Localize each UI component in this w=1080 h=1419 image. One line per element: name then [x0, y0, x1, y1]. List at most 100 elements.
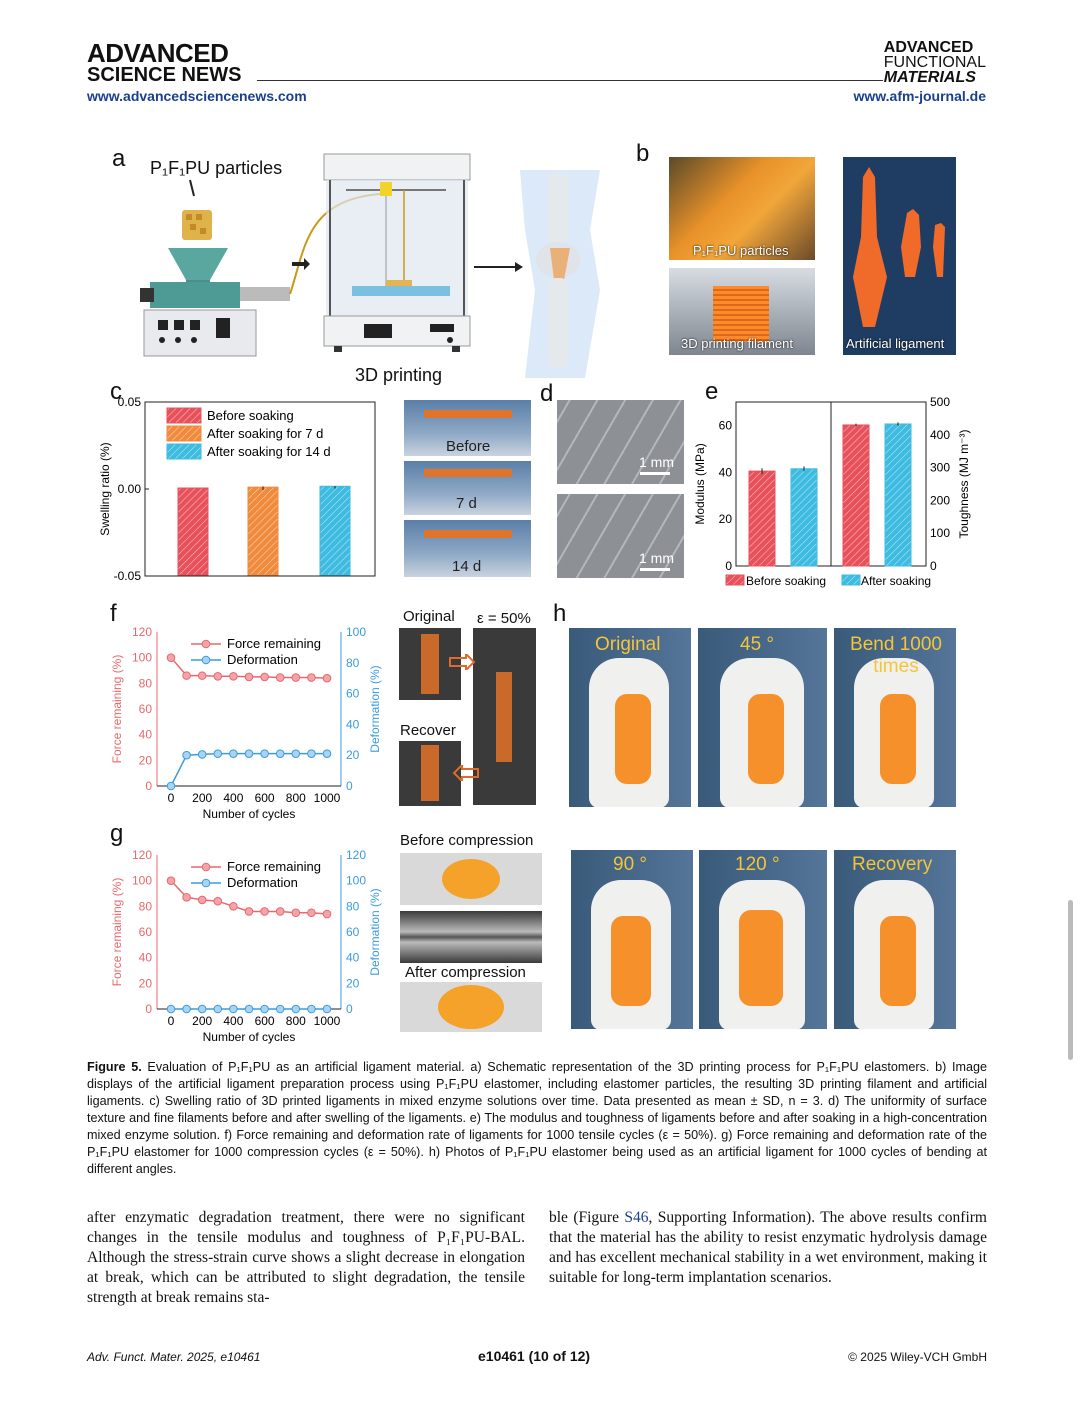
- photo-sem-after: 1 mm: [557, 494, 684, 578]
- body-text-left: after enzymatic degradation treatment, t…: [87, 1209, 525, 1306]
- right-tick-label: 0: [346, 1002, 353, 1016]
- x-tick-label: 400: [223, 791, 243, 805]
- right-tick-label: 200: [930, 493, 950, 507]
- point-force: [197, 895, 207, 905]
- series-line-deformation: [170, 752, 327, 787]
- legend-swatch: [725, 574, 745, 586]
- right-tick-label: 60: [346, 687, 360, 701]
- right-tick-label: 20: [346, 748, 360, 762]
- x-tick-label: 200: [192, 1014, 212, 1028]
- toughness-bar: [842, 424, 870, 567]
- left-tick-label: 120: [132, 625, 152, 639]
- point-deformation: [322, 1004, 332, 1014]
- left-tick-label: 60: [139, 702, 153, 716]
- bar: [319, 485, 351, 576]
- left-tick-label: 80: [139, 676, 153, 690]
- right-tick-label: 20: [346, 976, 360, 990]
- afm-logo: ADVANCED FUNCTIONAL MATERIALS: [883, 39, 986, 86]
- f-strain-label: ε = 50%: [477, 610, 531, 627]
- point-deformation: [166, 781, 176, 791]
- left-tick-label: 20: [139, 976, 153, 990]
- asn-url-link[interactable]: www.advancedsciencenews.com: [87, 88, 307, 104]
- point-force: [244, 672, 254, 682]
- figure-s46-link[interactable]: S46: [624, 1209, 649, 1226]
- x-tick-label: 800: [286, 1014, 306, 1028]
- photo-compression-after: [400, 982, 542, 1032]
- left-tick-label: 40: [719, 465, 733, 479]
- photo-compression-press: [400, 911, 542, 963]
- right-tick-label: 40: [346, 951, 360, 965]
- right-tick-label: 100: [930, 526, 950, 540]
- right-tick-label: 60: [346, 925, 360, 939]
- photo-knee-original: Original: [569, 628, 691, 807]
- point-force: [213, 671, 223, 681]
- x-axis-label: Number of cycles: [203, 1030, 296, 1044]
- left-tick-label: 60: [139, 925, 153, 939]
- right-tick-label: 0: [930, 559, 937, 573]
- point-force: [229, 671, 238, 681]
- header-rule: [257, 80, 883, 81]
- x-tick-label: 200: [192, 791, 212, 805]
- panel-a-printing-label: 3D printing: [355, 365, 443, 385]
- x-tick-label: 0: [168, 1014, 175, 1028]
- photo-knee-90: 90 °: [571, 850, 693, 1029]
- legend-label: Before soaking: [746, 574, 826, 588]
- panel-label-e: e: [705, 378, 719, 405]
- left-axis-label: Modulus (MPa): [693, 443, 707, 524]
- y-tick-label: -0.05: [114, 569, 142, 583]
- photo-compression-before: [400, 853, 542, 905]
- knee-illustration: [520, 170, 600, 378]
- legend-label: Force remaining: [227, 636, 321, 651]
- left-tick-label: 20: [719, 512, 733, 526]
- legend-label: After soaking for 7 d: [207, 426, 323, 441]
- point-deformation: [275, 749, 285, 758]
- right-tick-label: 400: [930, 428, 950, 442]
- left-axis-label: Force remaining (%): [110, 878, 124, 987]
- x-tick-label: 600: [255, 791, 275, 805]
- asn-logo: ADVANCED SCIENCE NEWS: [87, 38, 242, 86]
- afm-url-link[interactable]: www.afm-journal.de: [853, 88, 987, 104]
- f-recover-label: Recover: [400, 722, 456, 739]
- panel-label-g: g: [110, 820, 124, 847]
- point-deformation: [197, 1004, 207, 1014]
- point-force: [322, 673, 332, 683]
- point-deformation: [197, 750, 207, 759]
- point-force: [291, 908, 301, 918]
- bar: [247, 486, 279, 576]
- extruder-icon: [140, 248, 290, 357]
- point-deformation: [260, 1004, 269, 1014]
- right-tick-label: 120: [346, 848, 366, 862]
- x-tick-label: 400: [223, 1014, 243, 1028]
- pellets-icon: [182, 210, 212, 240]
- photo-knee-bend-1000: Bend 1000 times: [834, 628, 956, 807]
- right-tick-label: 80: [346, 899, 360, 913]
- point-force: [275, 907, 285, 916]
- point-force: [182, 893, 191, 902]
- panel-label-d: d: [540, 380, 554, 407]
- toughness-bar: [884, 423, 912, 567]
- point-deformation: [182, 750, 191, 760]
- legend-swatch: [166, 425, 202, 442]
- legend-marker: [201, 639, 211, 649]
- bar: [177, 487, 209, 576]
- point-force: [197, 671, 207, 680]
- scrollbar-thumb[interactable]: [1068, 900, 1073, 1060]
- point-deformation: [244, 749, 254, 758]
- photo-knee-45: 45 °: [698, 628, 827, 807]
- right-tick-label: 100: [346, 625, 366, 639]
- panel-label-h: h: [553, 600, 567, 627]
- x-tick-label: 0: [168, 791, 175, 805]
- legend-label: After soaking for 14 d: [207, 444, 331, 459]
- legend-label: Before soaking: [207, 408, 294, 423]
- point-force: [307, 908, 316, 918]
- point-deformation: [291, 749, 301, 758]
- point-deformation: [322, 749, 332, 758]
- panel-label-c: c: [110, 378, 122, 405]
- photo-knee-recovery: Recovery: [834, 850, 956, 1029]
- figure-caption-text: Evaluation of P₁F₁PU as an artificial li…: [87, 1060, 988, 1176]
- right-axis-label: Deformation (%): [368, 888, 382, 975]
- right-axis-label: Toughness (MJ m⁻³): [957, 429, 971, 538]
- y-tick-label: 0.00: [118, 482, 142, 496]
